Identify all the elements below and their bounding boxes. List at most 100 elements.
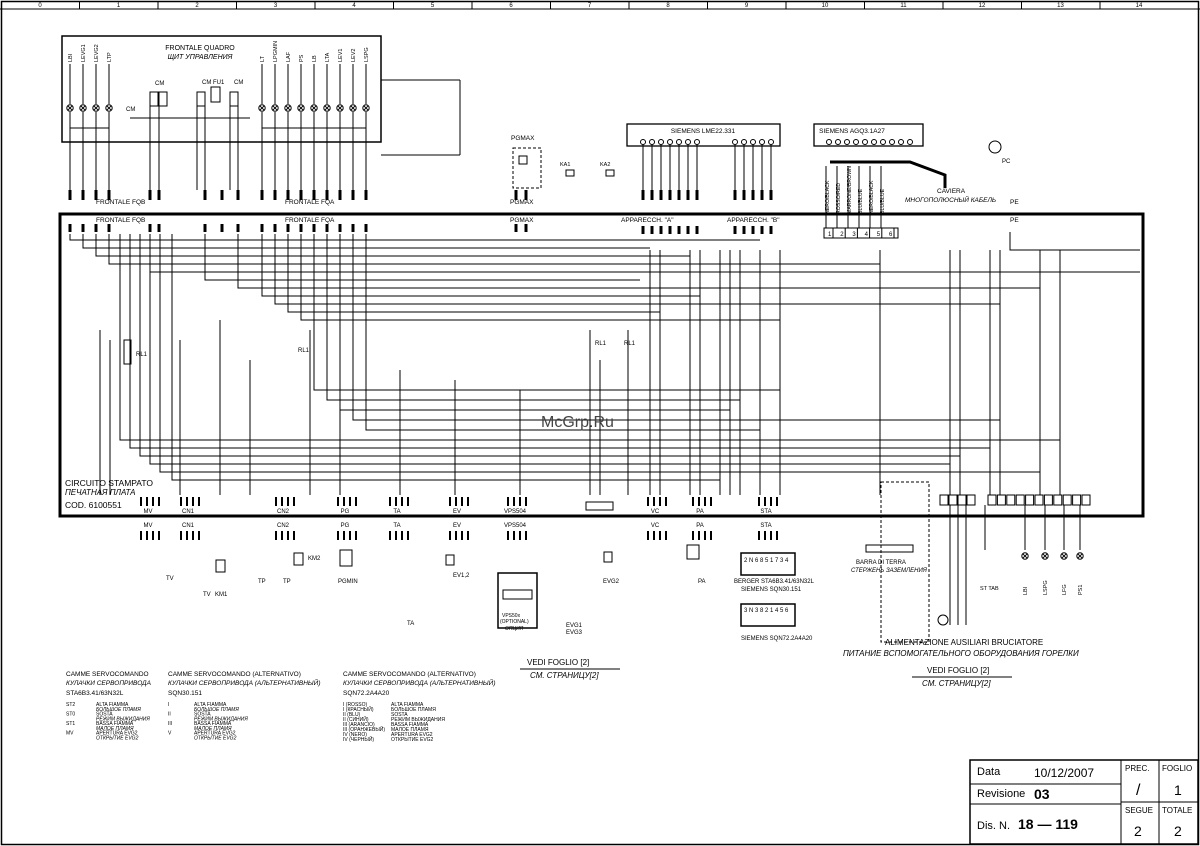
cable-terminal-number: 4: [865, 232, 869, 238]
legend-cell: БОЛЬШОЕ ПЛАМЯ: [194, 707, 239, 713]
device-connector-label: PG: [341, 523, 350, 529]
lamp-label: LAF: [286, 51, 292, 62]
apparecch-pin: [751, 226, 755, 234]
cable-terminal-number: 3: [852, 232, 856, 238]
connector-pin: [286, 190, 290, 200]
pcb-connector-pin: [710, 497, 712, 506]
pcb-connector-pin: [525, 497, 527, 506]
legend-cell: ОТКРЫТИЕ EVG2: [391, 737, 434, 743]
ruler-column-number: 0: [38, 3, 42, 9]
connector-pin: [107, 190, 111, 200]
pcb-connector-pin: [355, 497, 357, 506]
device-connector-pin: [275, 531, 277, 540]
pcb-connector-pin: [513, 497, 515, 506]
apparecch-pin: [733, 226, 737, 234]
apparecch-pin: [760, 190, 764, 200]
connector-pin: [203, 224, 207, 232]
cm-label-4: CM: [234, 80, 243, 86]
pcb-connector-pin: [647, 497, 649, 506]
pgmax-element: [518, 155, 528, 165]
tb-prec-value: /: [1136, 782, 1141, 799]
rl1-coil-left: [123, 339, 132, 365]
aux-device-label: LSPG: [1043, 580, 1049, 595]
vedi-foglio-2-ru: СМ. СТРАНИЦУ[2]: [922, 679, 991, 688]
pcb-terminal: [1081, 494, 1091, 506]
km2-coil: [293, 552, 304, 566]
device-connector-pin: [355, 531, 357, 540]
lamp-label: LPGMIN: [273, 41, 279, 62]
apparecch-pin: [659, 226, 663, 234]
pcb-connector-label: STA: [760, 509, 771, 515]
device-connector-pin: [192, 531, 194, 540]
pcb-trace: [339, 234, 730, 411]
device-connector-label: VC: [651, 523, 660, 529]
cable-terminal-number: 6: [889, 232, 893, 238]
lme-terminal: [685, 139, 691, 145]
device-connector-pin: [146, 531, 148, 540]
pcb-trace: [119, 234, 1060, 441]
legend-cell: BASSA FIAMMA: [96, 721, 134, 727]
pcb-connector-pin: [192, 497, 194, 506]
pcb-terminal: [1025, 494, 1035, 506]
evg2-coil: [603, 551, 613, 563]
legend-cell: БОЛЬШОЕ ПЛАМЯ: [96, 707, 141, 713]
rl1-label-right-b: RL1: [624, 341, 636, 347]
legend-col1: CAMME SERVOCOMANDO КУЛАЧКИ СЕРВОПРИВОДА …: [66, 671, 151, 742]
aux-device-label: ST TAB: [980, 586, 999, 592]
frontale-fqb-label-bottom: FRONTALE FQB: [96, 217, 145, 224]
connector-pin: [364, 224, 368, 232]
legend3-title-ru: КУЛАЧКИ СЕРВОПРИВОДА (АЛЬТЕРНАТИВНЫЙ): [343, 678, 495, 687]
apparecch-pin: [695, 190, 699, 200]
pcb-terminal: [1062, 494, 1072, 506]
connector-pin: [299, 224, 303, 232]
lamp-cross: [298, 105, 304, 111]
ta-device-label: TA: [407, 621, 414, 627]
cm-contact-d: [229, 91, 239, 107]
pcb-trace: [287, 234, 660, 313]
connector-pin: [273, 190, 277, 200]
tb-foglio-label: FOGLIO: [1162, 764, 1192, 773]
agq-terminal: [889, 139, 895, 145]
ka1-coil: [565, 169, 575, 177]
photocell-icon: [988, 140, 1002, 154]
pcb-connector-pin: [519, 497, 521, 506]
lamp-cross: [311, 105, 317, 111]
lamp-cross: [80, 105, 86, 111]
connector-pin: [107, 224, 111, 232]
rl1-label-mid: RL1: [298, 348, 310, 354]
device-connector-pin: [519, 531, 521, 540]
siemens-lme-box: [626, 123, 781, 147]
legend-cell: SOSTA: [96, 712, 113, 718]
legend2-title-ru: КУЛАЧКИ СЕРВОПРИВОДА (АЛЬТЕРНАТИВНЫЙ): [168, 678, 320, 687]
device-connector-label: PA: [696, 523, 704, 529]
legend-cell: II (BLU): [343, 712, 361, 718]
pcb-trace: [171, 234, 720, 481]
connector-pin: [273, 224, 277, 232]
connector-pin: [68, 224, 72, 232]
ruler-column-number: 5: [431, 3, 435, 9]
aux-device-label: LFG: [1062, 584, 1068, 595]
pcb-connector-pin: [186, 497, 188, 506]
connector-pin: [260, 190, 264, 200]
lme-terminal: [694, 139, 700, 145]
device-connector-pin: [343, 531, 345, 540]
lamp-cross: [324, 105, 330, 111]
device-connector-pin: [180, 531, 182, 540]
connector-pin: [338, 224, 342, 232]
legend-cell: ОТКРЫТИЕ EVG2: [194, 736, 237, 742]
ruler-column-number: 7: [588, 3, 592, 9]
connector-pin: [325, 224, 329, 232]
legend-cell: II (СИНИЙ): [343, 715, 369, 723]
pcb-connector-pin: [395, 497, 397, 506]
legend-cell: IV (ЧЕРНЫЙ): [343, 735, 374, 743]
legend-cell: IV (NERO): [343, 732, 367, 738]
tb-data-label: Data: [977, 766, 1001, 778]
apparecch-pin: [686, 190, 690, 200]
rl1-label-left: RL1: [136, 352, 148, 358]
connector-pin: [312, 190, 316, 200]
pcb-connector-pin: [287, 497, 289, 506]
